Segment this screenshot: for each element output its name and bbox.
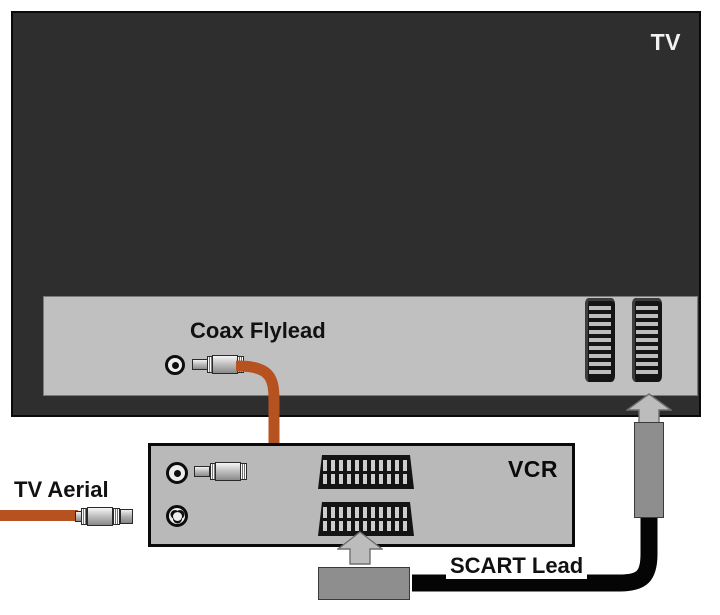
vcr-label: VCR [507, 456, 558, 482]
scart-pin-array [323, 507, 409, 531]
coax-plug-barrel [212, 355, 238, 374]
vcr-scart-socket-2[interactable] [318, 502, 414, 536]
vcr-scart-socket-1[interactable] [318, 455, 414, 489]
tv-label: TV [650, 29, 681, 55]
tv-aerial-label: TV Aerial [14, 477, 109, 502]
vcr-coax-input-socket[interactable] [166, 462, 188, 484]
coax-plug-tip [194, 466, 210, 477]
coax-flylead-label: Coax Flylead [190, 318, 326, 343]
tv-scart-socket-2[interactable] [632, 298, 662, 382]
coax-plug-cap [120, 509, 133, 524]
vcr-coax-output-socket[interactable] [166, 505, 188, 527]
coax-plug-knurl-front [81, 508, 87, 525]
coax-plug-knurl-rear [240, 463, 247, 480]
scart-lead-plug-tv-end[interactable] [634, 422, 664, 518]
coax-plug-barrel [87, 507, 113, 526]
tv-aerial-coax-plug[interactable] [75, 507, 133, 526]
coax-plug-knurl-rear [113, 508, 120, 525]
coax-plug-tip [192, 359, 208, 370]
vcr-coax-plug[interactable] [194, 462, 256, 481]
scart-insert-arrow-vcr [337, 531, 383, 565]
tv-aerial-cable [0, 510, 78, 521]
scart-lead-plug-vcr-end[interactable] [318, 567, 410, 600]
scart-pin-array [323, 460, 409, 484]
scart-lead-cable [412, 424, 658, 592]
scart-lead-label: SCART Lead [446, 553, 588, 579]
tv-scart-socket-1[interactable] [585, 298, 615, 382]
tv-coax-socket[interactable] [165, 355, 185, 375]
coax-plug-barrel [215, 462, 241, 481]
